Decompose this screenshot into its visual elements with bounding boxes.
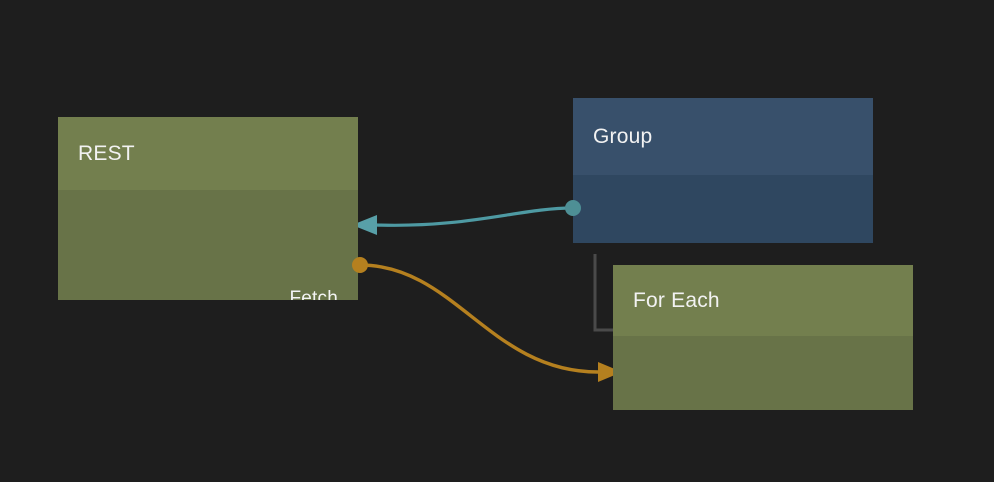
- node-for-each-body: Items: [613, 336, 913, 410]
- arrowhead-icon: [598, 362, 622, 382]
- port-rest-fetch-label: Fetch: [289, 288, 338, 300]
- node-for-each-title: For Each: [613, 265, 913, 336]
- node-group[interactable]: Group Click: [573, 98, 873, 243]
- port-rest-fetch[interactable]: Fetch: [289, 284, 338, 300]
- port-dot-group-click[interactable]: [565, 200, 581, 216]
- node-rest[interactable]: REST Fetch Items: [58, 117, 358, 300]
- group-to-foreach-bracket: [593, 254, 613, 332]
- node-group-title: Group: [573, 98, 873, 175]
- node-rest-title: REST: [58, 117, 358, 190]
- port-dot-rest-items[interactable]: [352, 257, 368, 273]
- node-for-each[interactable]: For Each Items: [613, 265, 913, 410]
- connection-click-to-fetch[interactable]: [352, 206, 575, 235]
- connection-items-to-items[interactable]: [358, 263, 622, 382]
- node-group-body: Click: [573, 175, 873, 243]
- node-rest-body: Fetch Items: [58, 190, 358, 300]
- arrowhead-icon: [352, 215, 377, 235]
